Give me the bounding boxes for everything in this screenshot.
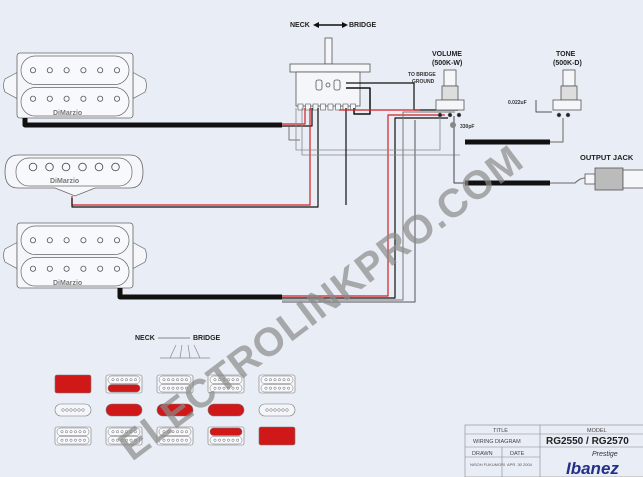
position-chart	[54, 374, 296, 446]
date-header: DATE	[510, 451, 525, 457]
chart-pickup-bridge	[258, 426, 296, 446]
chart-pickup-neck	[105, 374, 143, 394]
output-jack-label: OUTPUT JACK	[580, 153, 634, 162]
wires	[22, 82, 586, 303]
volume-value: (500K-W)	[432, 60, 462, 67]
tone-cap-label: 0.022uF	[508, 100, 527, 106]
tone-pot	[552, 69, 582, 118]
switch-lug	[305, 103, 311, 111]
switch-arrow-icon	[313, 22, 348, 28]
chart-pickup-bridge	[207, 426, 245, 446]
title-header: TITLE	[493, 428, 508, 434]
volume-pot	[435, 69, 465, 118]
volume-capacitor	[450, 122, 456, 128]
switch-neck-label: NECK	[290, 22, 310, 29]
title-block	[464, 424, 643, 477]
middle-single-coil: DiMarzio	[4, 154, 144, 197]
pickup-brand-label: DiMarzio	[50, 178, 79, 185]
chart-pickup-middle	[54, 403, 92, 417]
model-header: MODEL	[587, 428, 607, 434]
chart-pickup-bridge	[156, 426, 194, 446]
chart-pickup-bridge	[54, 426, 92, 446]
watermark: ELECTROLINKPRO.COM	[111, 137, 532, 469]
drawn-value: NISOH FUKUMORI	[470, 462, 505, 467]
date-value: APR. 30 2004	[507, 462, 533, 467]
switch-lug	[312, 103, 319, 111]
five-way-switch	[289, 37, 371, 111]
drawn-header: DRAWN	[472, 451, 493, 457]
pickup-brand-label: DiMarzio	[53, 110, 82, 117]
bridge-ground-label-2: GROUND	[412, 79, 435, 85]
chart-pickup-neck	[156, 374, 194, 394]
title-value: WIRING DIAGRAM	[473, 439, 521, 445]
neck-humbucker: DiMarzio	[3, 52, 147, 119]
chart-pickup-neck	[258, 374, 296, 394]
tone-value: (500K-D)	[553, 60, 582, 67]
volume-cap-label: 330pF	[460, 124, 474, 130]
output-jack	[584, 167, 643, 191]
chart-pickup-middle	[207, 403, 245, 417]
chart-switch-icon	[160, 344, 210, 359]
chart-pickup-bridge	[105, 426, 143, 446]
bridge-humbucker: DiMarzio	[3, 222, 147, 289]
switch-lug	[320, 103, 326, 111]
switch-lug	[335, 103, 341, 111]
volume-label: VOLUME	[432, 51, 462, 58]
brand-logo: Ibanez	[566, 459, 619, 477]
switch-bridge-label: BRIDGE	[349, 22, 377, 29]
switch-lug	[297, 103, 304, 111]
switch-lug	[327, 103, 334, 111]
chart-pickup-middle	[258, 403, 296, 417]
chart-pickup-middle	[156, 403, 194, 417]
chart-pickup-neck	[54, 374, 92, 394]
chart-bridge-label: BRIDGE	[193, 335, 221, 342]
bridge-ground-label-1: TO BRIDGE	[408, 72, 436, 78]
chart-neck-label: NECK	[135, 335, 155, 342]
tone-label: TONE	[556, 51, 576, 58]
chart-pickup-middle	[105, 403, 143, 417]
brand-script: Prestige	[592, 451, 618, 458]
pickup-brand-label: DiMarzio	[53, 280, 82, 287]
chart-pickup-neck	[207, 374, 245, 394]
model-value: RG2550 / RG2570	[546, 436, 629, 447]
